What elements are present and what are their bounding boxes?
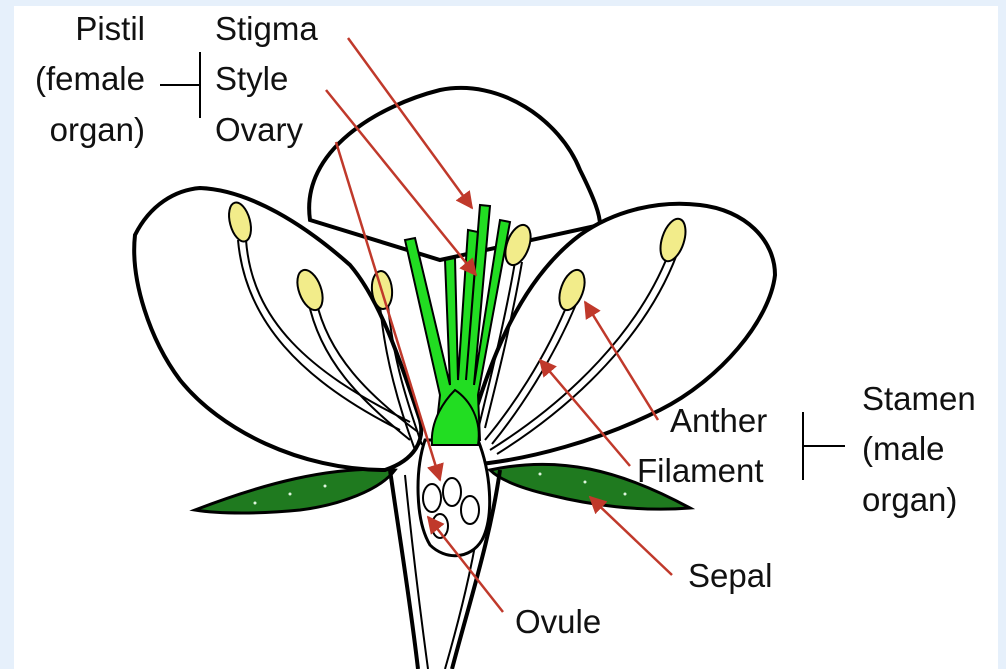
sepal-left (195, 469, 395, 513)
label-stamen: Stamen (862, 380, 976, 417)
label-organ-male: organ) (862, 481, 957, 518)
label-stigma: Stigma (215, 10, 318, 47)
label-ovule: Ovule (515, 603, 601, 640)
label-male: (male (862, 430, 945, 467)
label-pistil: Pistil (75, 10, 145, 47)
bracket-pistil (160, 52, 200, 118)
label-organ-female: organ) (50, 111, 145, 148)
label-ovary: Ovary (215, 111, 304, 148)
petal-back (309, 88, 600, 260)
label-filament: Filament (637, 452, 764, 489)
label-style: Style (215, 60, 288, 97)
label-sepal: Sepal (688, 557, 772, 594)
label-female: (female (35, 60, 145, 97)
bracket-stamen (803, 412, 845, 480)
label-anther: Anther (670, 402, 767, 439)
